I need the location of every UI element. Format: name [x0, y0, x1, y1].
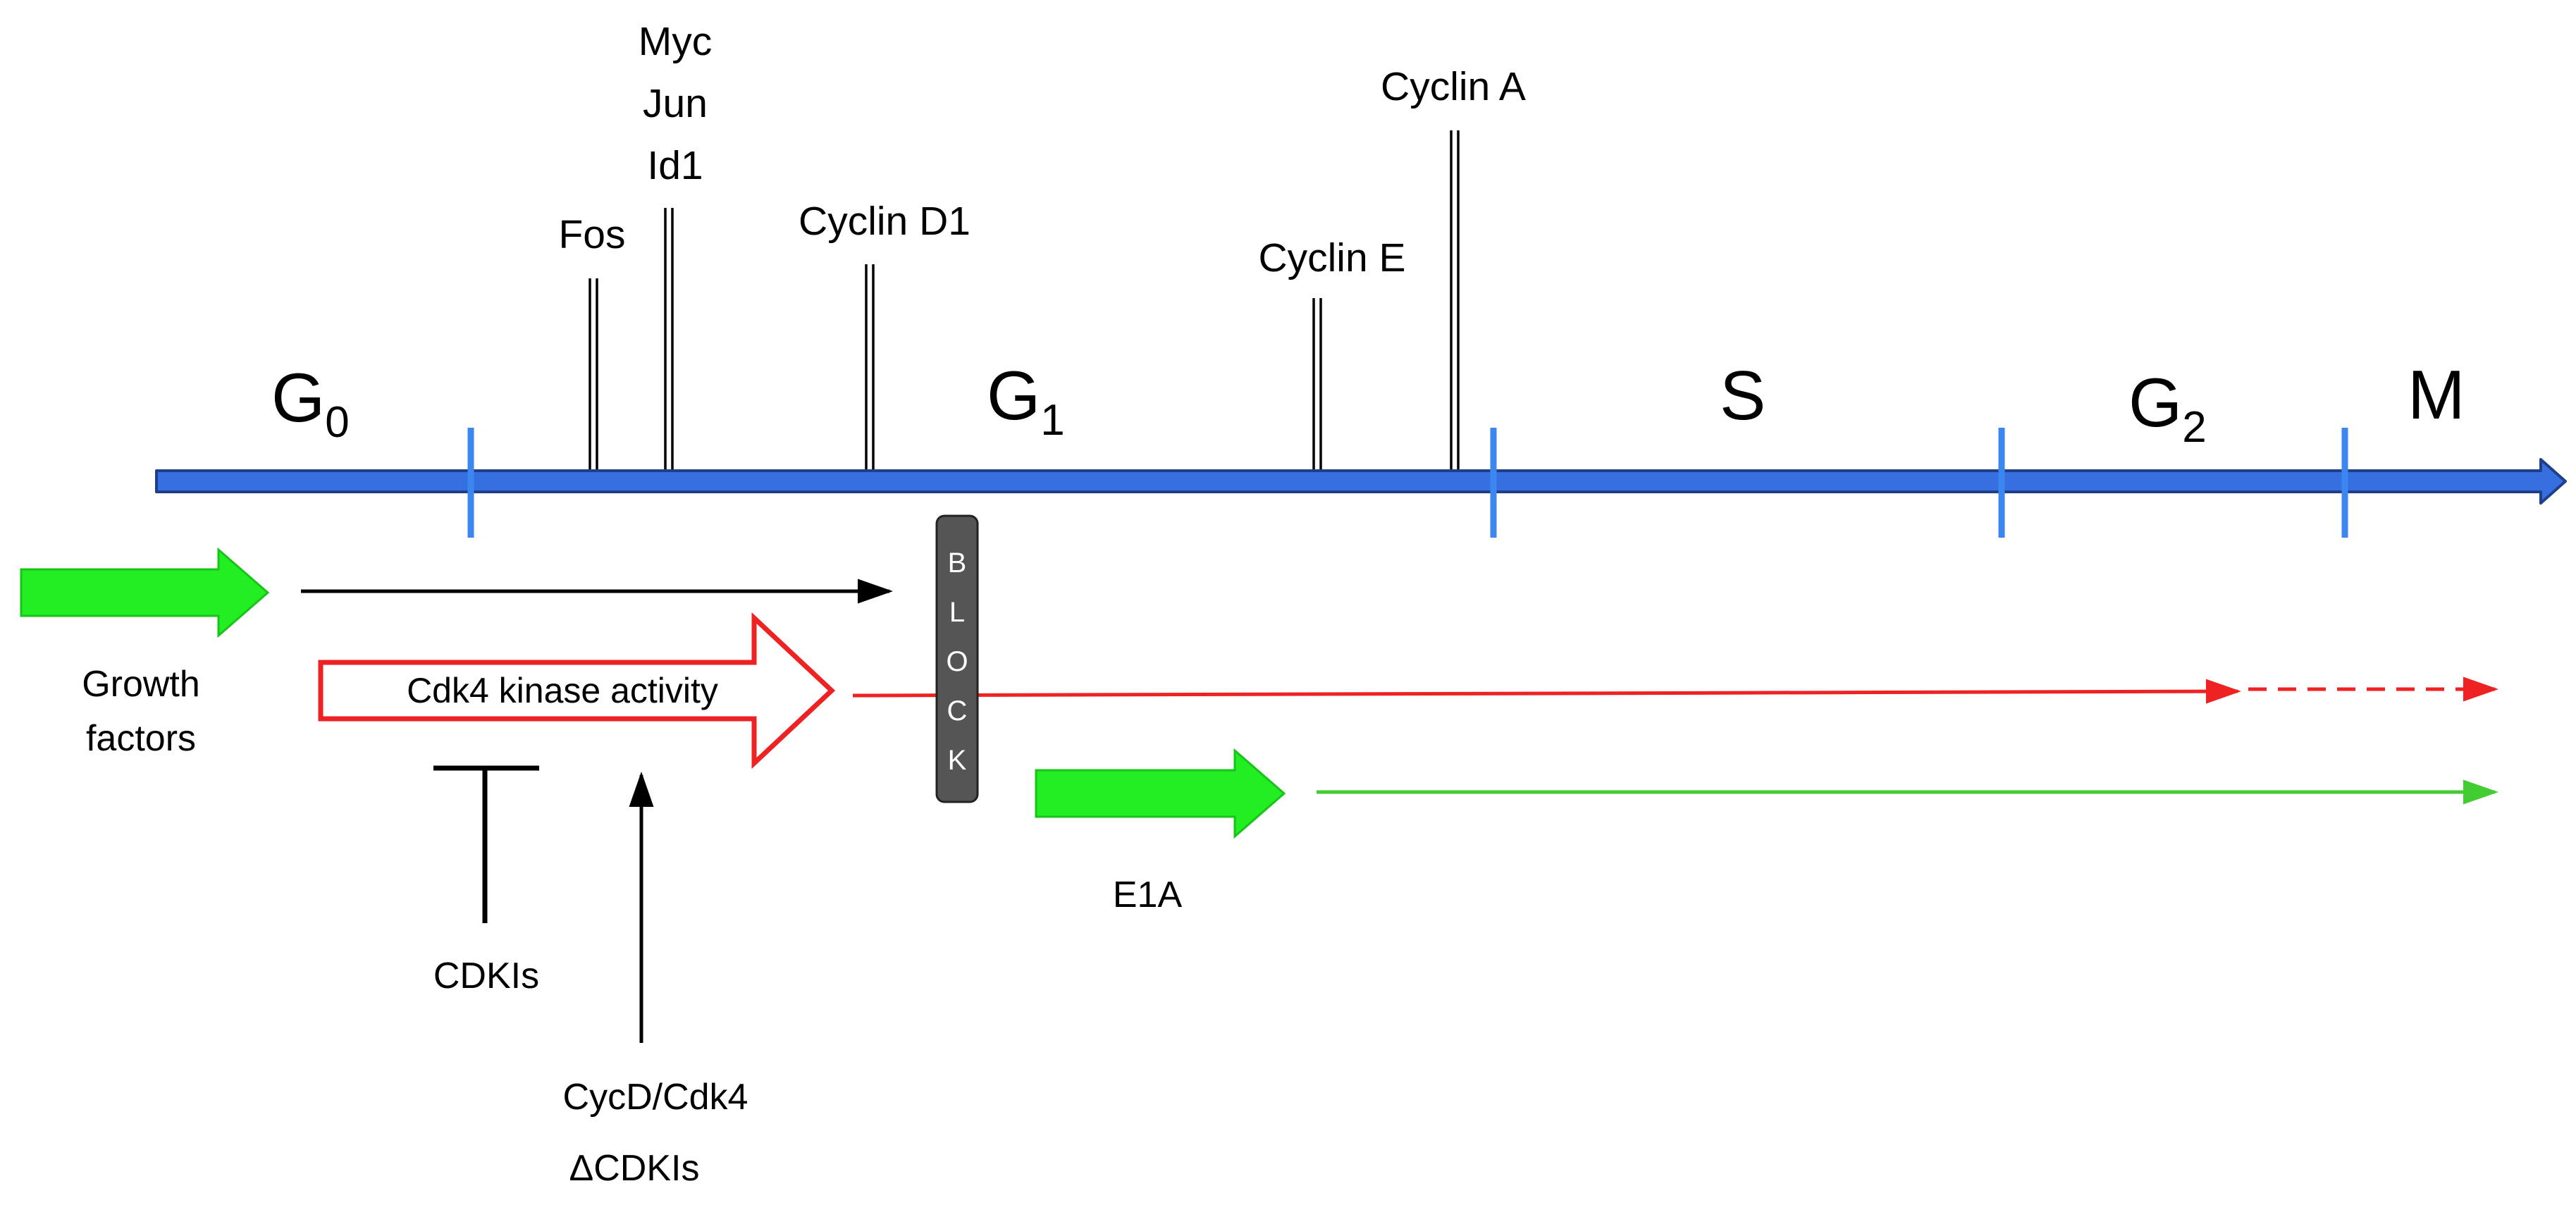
growth-factors-green-arrow	[20, 547, 270, 638]
growth-factors-label-line1: Growth	[82, 664, 200, 705]
growth-factors-label-line2: factors	[86, 718, 196, 759]
block-bar: B L O C K	[935, 514, 979, 803]
cyclin-d1-label: Cyclin D1	[799, 199, 970, 244]
phase-boundary-ticks	[467, 428, 2348, 538]
block-letter-k: K	[948, 745, 967, 776]
cyclin-a-marker-line	[1450, 130, 1460, 471]
cdk4-kinase-activity-arrow	[318, 612, 836, 770]
id1-label: Id1	[647, 143, 703, 188]
phase-g0-label: G0	[271, 359, 350, 447]
marker-lines	[588, 130, 1460, 471]
e1a-label: E1A	[1113, 875, 1183, 915]
block-letter-o: O	[946, 646, 968, 677]
e1a-green-arrow	[1035, 748, 1286, 839]
myc-label: Myc	[639, 19, 712, 64]
delta-cdkis-label: ΔCDKIs	[569, 1148, 700, 1189]
block-letter-l: L	[949, 597, 965, 628]
cyclin-e-marker-line	[1312, 298, 1322, 471]
phase-m-label: M	[2408, 356, 2465, 433]
jun-label: Jun	[643, 81, 708, 126]
cyclin-d1-marker-line	[865, 264, 875, 471]
cdkis-inhibition-symbol	[433, 765, 539, 923]
fos-label: Fos	[558, 212, 625, 257]
cyclin-a-label: Cyclin A	[1381, 64, 1526, 109]
cdk4-kinase-activity-label: Cdk4 kinase activity	[407, 671, 718, 710]
phase-s-label: S	[1720, 357, 1765, 434]
cdkis-label: CDKIs	[433, 956, 539, 996]
cell-cycle-timeline-arrow	[155, 458, 2567, 505]
block-letter-b: B	[948, 548, 967, 579]
phase-g2-label: G2	[2128, 364, 2207, 452]
block-bar-background	[935, 514, 979, 803]
block-letter-c: C	[947, 696, 968, 727]
myc-marker-line	[664, 208, 674, 471]
fos-marker-line	[588, 278, 598, 471]
phase-g1-label: G1	[987, 357, 1065, 445]
cyclin-e-label: Cyclin E	[1258, 235, 1405, 280]
cycd-cdk4-label: CycD/Cdk4	[563, 1077, 748, 1118]
red-activity-line	[852, 679, 2241, 704]
